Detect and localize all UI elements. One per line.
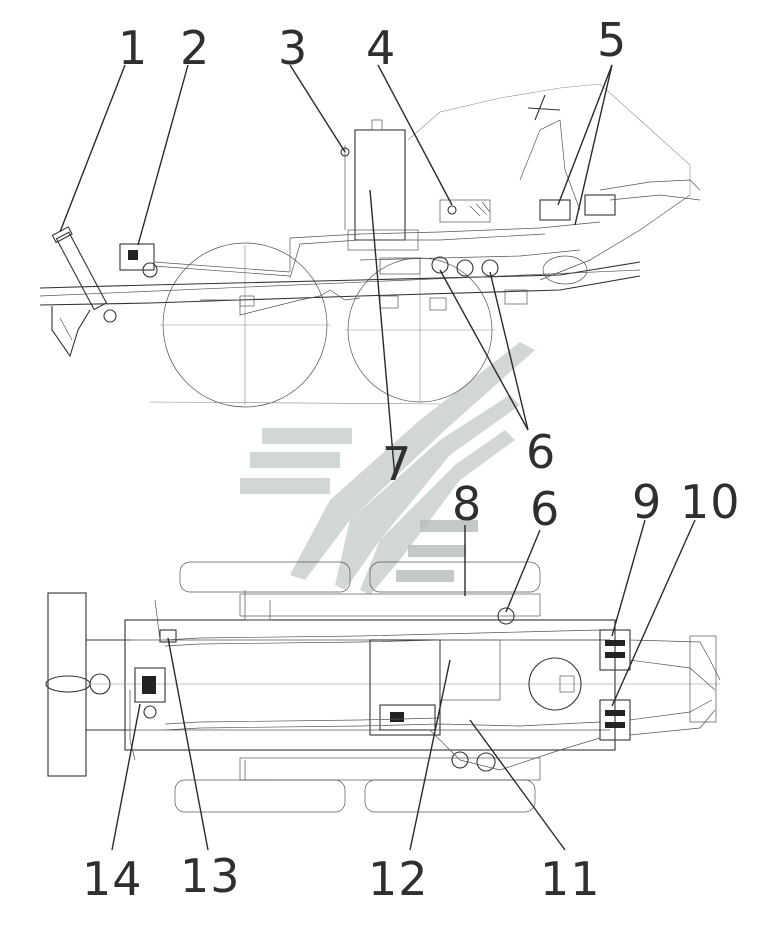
callout-2: 2: [180, 21, 210, 75]
callout-7: 7: [382, 437, 412, 491]
callout-13: 13: [180, 849, 241, 903]
front-blade: [47, 592, 87, 777]
callout-3: 3: [278, 21, 308, 75]
callout-9: 9: [632, 475, 662, 529]
callout-6-bottom: 6: [530, 482, 560, 536]
leader-lines: [59, 64, 696, 851]
callout-4: 4: [366, 21, 396, 75]
side-view: [39, 83, 701, 408]
callout-6-top: 6: [526, 425, 556, 479]
watermark-logo: [240, 342, 535, 595]
callout-14: 14: [82, 852, 143, 906]
plan-view: [45, 561, 721, 813]
callout-1: 1: [118, 21, 148, 75]
callout-11: 11: [540, 852, 601, 906]
callout-5: 5: [597, 13, 627, 67]
callout-8: 8: [452, 477, 482, 531]
callout-10: 10: [680, 475, 741, 529]
callout-labels: 1 2 3 4 5 6 7 8 6 9 10 11 12 13 14: [82, 13, 741, 906]
callout-12: 12: [368, 852, 429, 906]
